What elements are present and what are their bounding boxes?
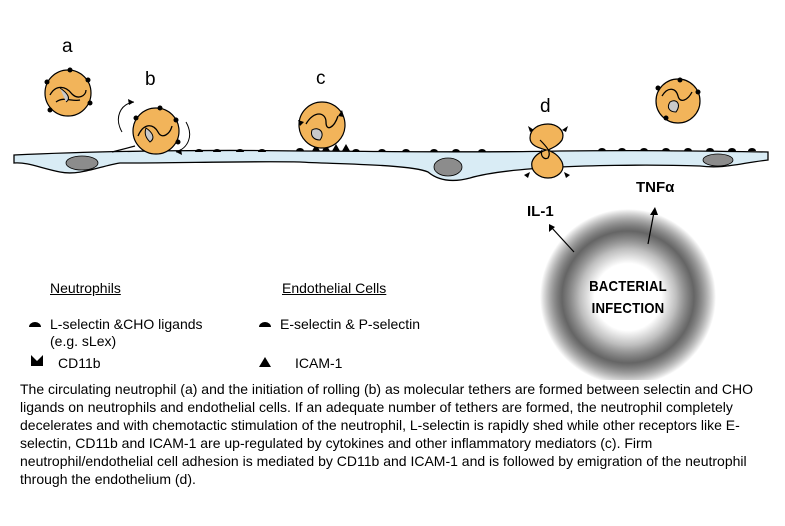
neutrophil-circulating-right	[655, 77, 701, 124]
endothelial-selectin-markers	[195, 148, 756, 152]
stage-label-d: d	[540, 96, 551, 117]
leukocyte-adhesion-diagram	[13, 67, 769, 380]
il1-arrow	[549, 224, 575, 253]
endothelial-nucleus	[433, 157, 463, 177]
figure-caption: The circulating neutrophil (a) and the i…	[20, 381, 754, 487]
legend-e-p-selectin: E-selectin & P-selectin	[280, 316, 421, 332]
tnf-arrow	[647, 207, 658, 245]
tnf-label: TNFα	[636, 179, 675, 196]
legend-endothelial-heading: Endothelial Cells	[282, 280, 387, 296]
il1-label: IL-1	[527, 203, 554, 220]
legend-neutrophils-heading: Neutrophils	[50, 280, 121, 296]
endothelial-nucleus	[702, 153, 734, 167]
legend-l-selectin-line1: L-selectin &CHO ligands	[50, 316, 203, 332]
endothelium-layer	[13, 149, 769, 182]
legend-icam1-symbol	[259, 357, 271, 367]
neutrophil-a	[44, 67, 93, 117]
neutrophil-d	[524, 123, 570, 179]
burst-line-1: BACTERIAL	[589, 278, 667, 295]
endothelial-nucleus	[65, 155, 99, 171]
bacterial-infection-burst	[540, 209, 716, 380]
burst-line-2: INFECTION	[591, 300, 665, 317]
stage-label-b: b	[145, 69, 156, 90]
legend-e-p-selectin-symbol	[259, 322, 271, 327]
stage-label-c: c	[316, 68, 326, 89]
legend-l-selectin-line2: (e.g. sLex)	[50, 333, 117, 349]
bacterial-infection-label: BACTERIAL INFECTION	[579, 276, 678, 320]
legend-selectin-symbol	[29, 322, 41, 327]
legend-icam1: ICAM-1	[295, 355, 343, 371]
neutrophil-b	[111, 99, 191, 155]
legend-cd11b-symbol	[31, 355, 43, 366]
stage-label-a: a	[62, 36, 73, 57]
neutrophil-c	[298, 101, 346, 149]
legend-cd11b: CD11b	[58, 355, 101, 371]
